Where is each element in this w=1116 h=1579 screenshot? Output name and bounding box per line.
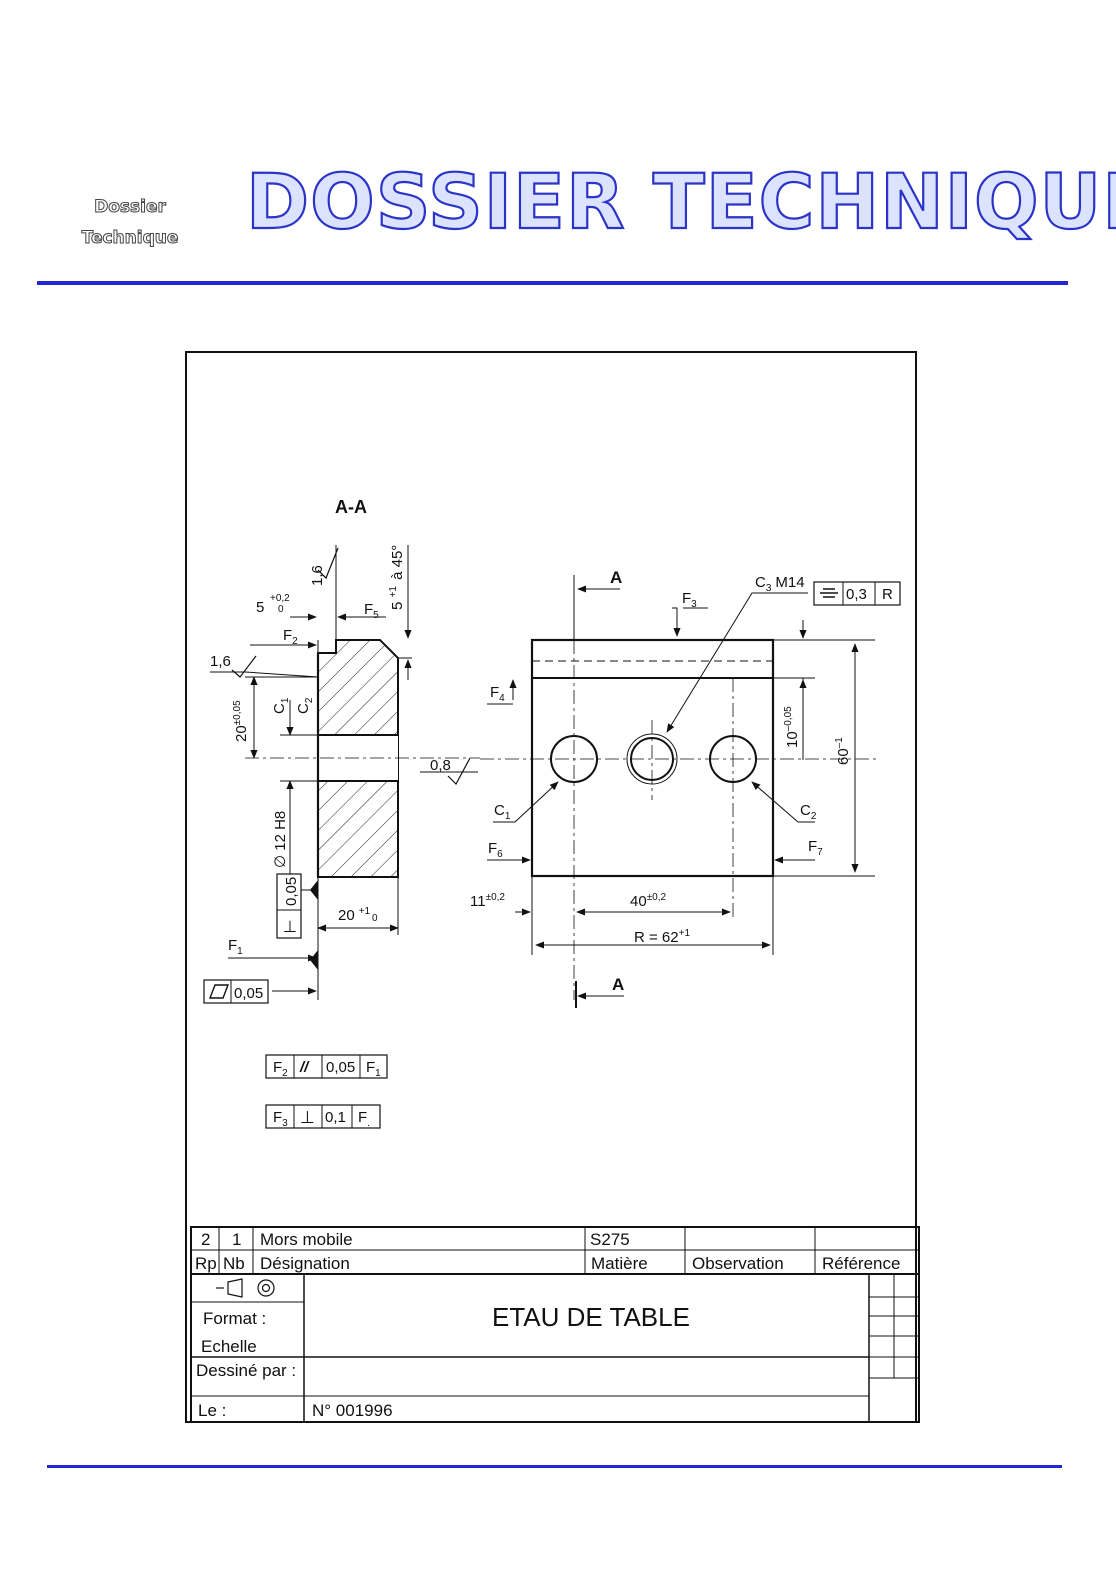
dim-10: 10–0,05 [783,706,801,748]
row1-nb: 1 [232,1230,241,1249]
side-label-line1: Dossier [94,197,167,218]
dim-40: 40±0,2 [630,892,667,910]
callout-c2: C2 [800,802,817,822]
dim-20b-low: 0 [372,913,378,924]
symmetry-icon [820,588,838,598]
dim-5: 5 [256,599,264,616]
parallel-symbol-icon: // [299,1059,310,1076]
flat-tol-value: 0,05 [234,985,263,1002]
perpendicularity-frame-2: F3 ⊥ 0,1 F. [265,1104,381,1129]
face-f2: F2 [283,627,298,647]
svg-text:F.: F. [358,1109,370,1129]
drawing-title: ETAU DE TABLE [492,1302,690,1332]
dim-r62: R = 62+1 [634,928,690,946]
parallelism-frame: F2 // 0,05 F1 [265,1054,388,1079]
perp-symbol-2-icon: ⊥ [300,1108,315,1127]
header-designation: Désignation [260,1254,350,1273]
sym-ref: R [882,586,893,603]
format-label: Format : [203,1309,266,1328]
callout-c1: C1 [494,802,511,822]
dim-20b: 20+1 [338,906,371,924]
projection-symbol-icon [216,1278,275,1298]
section-marker-top: A [610,568,622,587]
row1-designation: Mors mobile [260,1230,353,1249]
echelle-label: Echelle [201,1337,257,1356]
dim-20: 20±0,05 [232,700,250,742]
dim-60: 60–1 [834,737,852,765]
le-label: Le : [198,1401,226,1420]
rough-1-6-top: 1,6 [309,565,326,586]
header-reference: Référence [822,1254,900,1273]
dim-11: 11±0,2 [470,892,505,910]
par-tol-value: 0,05 [326,1059,355,1076]
row1-rp: 2 [201,1230,210,1249]
sym-tol-value: 0,3 [846,586,867,603]
perp-tol-value: 0,05 [283,877,300,906]
page-title: DOSSIER TECHNIQUE [245,156,1116,247]
rough-0-8: 0,8 [430,757,451,774]
face-f5: F5 [364,601,379,621]
front-view [530,638,775,878]
header-rp: Rp [195,1254,217,1273]
face-f4: F4 [490,684,505,704]
rough-1-6-left: 1,6 [210,653,231,670]
header-nb: Nb [223,1254,245,1273]
title-block [190,1226,920,1423]
section-marker-bottom: A [612,975,624,994]
side-label-line2: Technique [81,228,179,249]
c1-label: C1 [271,697,291,714]
face-f1: F1 [228,937,243,957]
face-f7: F7 [808,838,823,858]
header-matiere: Matière [591,1254,648,1273]
header-observation: Observation [692,1254,784,1273]
perp-symbol-icon: ⊥ [283,919,297,936]
section-label: A-A [335,497,367,517]
perp2-tol-value: 0,1 [325,1109,346,1126]
flatness-frame: 0,05 [203,979,269,1004]
svg-text:F2: F2 [273,1059,288,1079]
svg-text:F3: F3 [273,1109,288,1129]
symmetry-frame: 0,3 R [813,581,901,606]
drawing-number: N° 001996 [312,1401,393,1420]
side-label: Dossier Technique [66,192,194,254]
dim-5-tol-low: 0 [278,604,284,615]
face-f3: F3 [682,590,697,610]
perpendicularity-frame: 0,05 ⊥ [276,873,316,939]
dessine-label: Dessiné par : [196,1361,296,1380]
dim-5-tol-up: +0,2 [270,593,290,604]
svg-text:F1: F1 [366,1059,381,1079]
bore-dim: ∅ 12 H8 [272,811,289,868]
c2-label: C2 [295,697,315,714]
header-divider [37,281,1068,285]
section-view [245,639,480,878]
row1-matiere: S275 [590,1230,630,1249]
face-f6: F6 [488,840,503,860]
flatness-icon [208,984,230,999]
chamfer-dim: 5 +1 à 45° [383,545,406,610]
footer-divider [47,1465,1062,1468]
